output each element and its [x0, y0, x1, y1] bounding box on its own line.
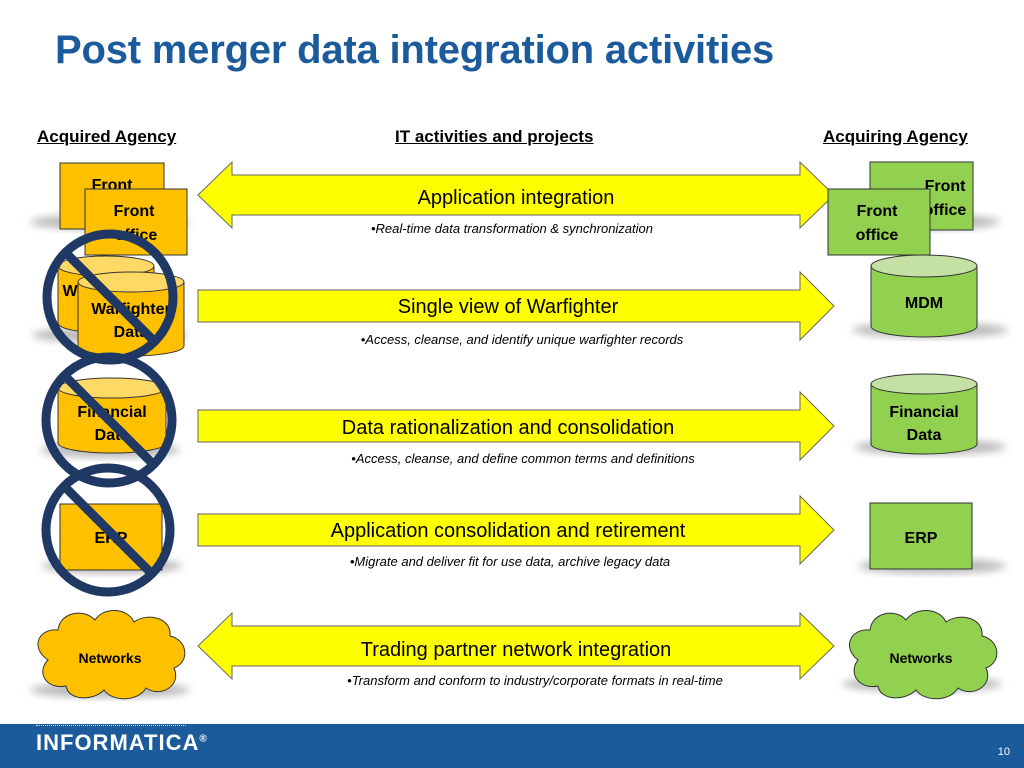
prohibited-icon: [41, 463, 175, 597]
acquiring-agency-header: Acquiring Agency: [823, 127, 968, 146]
slide-title: Post merger data integration activities: [55, 28, 775, 72]
warfighter-back-label: W: [62, 283, 78, 300]
row-single-view-warfighter: W Warfighter Data Single view of Warfigh…: [32, 229, 1008, 365]
financial-data-label-2: Data: [907, 427, 942, 444]
activity-bullet: •Access, cleanse, and define common term…: [351, 451, 695, 466]
erp-box: [869, 502, 973, 570]
right-arrow: [197, 270, 835, 342]
row-application-integration: Front Front office Application integrati…: [30, 160, 1000, 256]
cylinder-top: [870, 373, 978, 395]
financial-data-label-1: Financial: [889, 404, 958, 421]
prohibited-icon: [41, 352, 177, 488]
activity-label: Application integration: [418, 187, 615, 209]
row-trading-partner-network: Networks Trading partner network integra…: [30, 610, 1002, 700]
networks-cloud: [848, 610, 998, 700]
registered-mark: ®: [199, 733, 208, 745]
networks-cloud: [37, 610, 186, 700]
row-data-rationalization: Financial Data Data rationalization and …: [40, 352, 1006, 488]
front-office-back-label-2: office: [924, 202, 967, 219]
activity-bullet: •Transform and conform to industry/corpo…: [347, 673, 723, 688]
right-arrow: [197, 494, 835, 566]
front-office-box: [827, 188, 931, 256]
mdm-cylinder: [870, 266, 978, 338]
row-application-consolidation: ERP Application consolidation and retire…: [41, 463, 1006, 597]
front-office-label-1: Front: [114, 203, 156, 220]
front-office-label-1: Front: [857, 203, 899, 220]
logo-decoration: [36, 725, 186, 726]
activity-bullet: •Real-time data transformation & synchro…: [371, 221, 653, 236]
cylinder-top: [870, 254, 978, 278]
activity-label: Data rationalization and consolidation: [342, 417, 674, 439]
front-office-label-2: office: [856, 227, 899, 244]
activity-label: Application consolidation and retirement: [331, 520, 686, 542]
mdm-label: MDM: [905, 295, 943, 312]
acquired-agency-header: Acquired Agency: [37, 127, 177, 146]
right-arrow: [197, 390, 835, 462]
activity-label: Single view of Warfighter: [398, 296, 619, 318]
activity-bullet: •Migrate and deliver fit for use data, a…: [350, 554, 670, 569]
erp-label: ERP: [905, 530, 938, 547]
double-arrow: [197, 611, 835, 681]
networks-label: Networks: [78, 650, 141, 666]
it-activities-header: IT activities and projects: [395, 127, 594, 146]
warfighter-label-1: Warfighter: [91, 301, 170, 318]
financial-data-cylinder: [870, 384, 978, 455]
footer-bar: [0, 724, 1024, 768]
logo-text: INFORMATICA: [36, 730, 200, 755]
networks-label: Networks: [889, 650, 952, 666]
page-number: 10: [997, 746, 1010, 758]
activity-bullet: •Access, cleanse, and identify unique wa…: [361, 332, 684, 347]
informatica-logo: INFORMATICA®: [36, 730, 208, 756]
activity-label: Trading partner network integration: [361, 639, 672, 661]
front-office-box: [84, 188, 188, 256]
front-office-back-label-1: Front: [925, 178, 967, 195]
